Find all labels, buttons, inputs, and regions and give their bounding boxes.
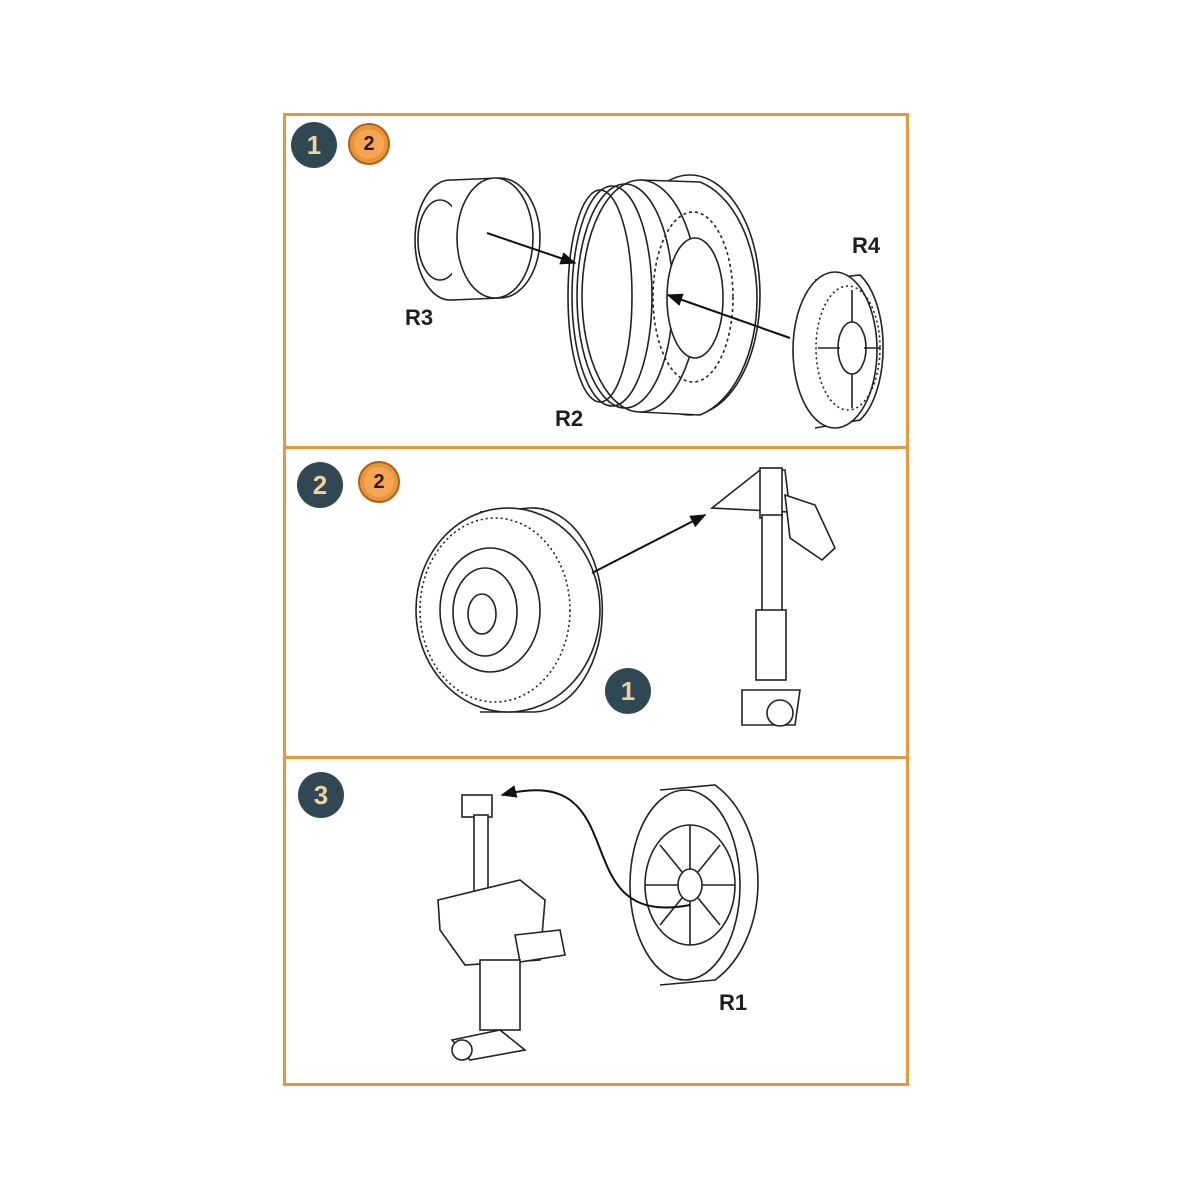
arrow-icon	[486, 232, 577, 265]
part-label-r1: R1	[719, 990, 748, 1015]
step-1-badge: 1	[291, 122, 337, 168]
reference-number: 2	[354, 129, 384, 159]
instruction-frame	[283, 113, 909, 1086]
part-label-r2: R2	[555, 406, 584, 431]
step-divider-2	[286, 756, 906, 759]
step-2-badge: 2	[297, 462, 343, 508]
landing-gear-strut-icon	[437, 794, 566, 1061]
step-1-reference-badge: 2	[348, 123, 390, 165]
step-2-reference-badge: 2	[358, 461, 400, 503]
arrow-icon	[666, 293, 791, 339]
wheel-icon	[415, 507, 604, 713]
arrow-icon	[500, 785, 691, 909]
reference-number: 2	[364, 467, 394, 497]
landing-gear-strut-icon	[709, 467, 836, 727]
wheel-icon	[629, 784, 759, 986]
wheel-icon	[792, 271, 884, 429]
step-1-assembly-callout: 1	[605, 668, 651, 714]
tire-icon	[567, 174, 761, 416]
hub-icon	[414, 177, 541, 301]
part-label-r3: R3	[405, 305, 434, 330]
part-label-r4: R4	[852, 233, 881, 258]
step-3-badge: 3	[298, 772, 344, 818]
step-divider-1	[286, 446, 906, 449]
arrow-icon	[591, 514, 707, 574]
